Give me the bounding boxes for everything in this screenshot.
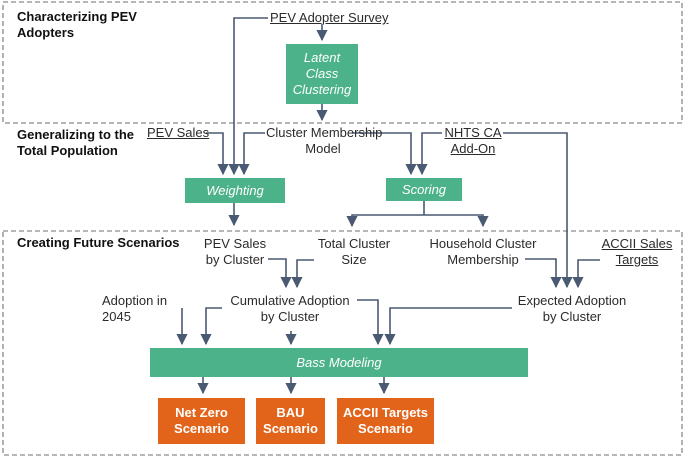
adoption2045-line2: 2045 [102, 309, 131, 324]
nhts-line2: Add-On [450, 141, 496, 156]
latent-line1: Latent [303, 50, 341, 65]
accii-scen-line1: ACCII Targets [343, 405, 428, 420]
label-pev-adopter-survey: PEV Adopter Survey [270, 10, 389, 25]
section-characterizing-line2: Adopters [17, 25, 75, 40]
pev-cluster-line1: PEV Sales [203, 236, 267, 251]
section-frame-characterizing [2, 1, 683, 124]
process-scoring: Scoring [386, 178, 462, 201]
arrow-nhts-to-expected [503, 132, 573, 289]
netzero-line1: Net Zero [175, 405, 228, 420]
section-title-creating: Creating Future Scenarios [17, 235, 180, 250]
arrow-pevsales-to-weighting [206, 132, 229, 176]
label-pev-sales: PEV Sales [147, 125, 210, 140]
nhts-line1: NHTS CA [444, 125, 502, 140]
process-weighting: Weighting [185, 178, 285, 203]
arrow-pevcluster-to-cumulative [268, 258, 292, 289]
arrow-totalsize-to-cumulative [291, 259, 314, 289]
arrow-scoring-to-totalsize [346, 214, 424, 228]
accii-line2: Targets [615, 252, 659, 267]
pev-cluster-line2: by Cluster [205, 252, 265, 267]
latent-line2: Class [305, 66, 339, 81]
household-line1: Household Cluster [429, 236, 537, 251]
section-generalizing-line1: Generalizing to the [17, 127, 135, 142]
arrow-accii-to-expected [572, 259, 600, 289]
arrow-scoring-to-household [424, 214, 489, 228]
cumulative-line1: Cumulative Adoption [230, 293, 350, 308]
arrow-model-to-weighting [238, 132, 265, 176]
arrow-household-to-expected [525, 258, 562, 289]
cluster-model-line2: Model [305, 141, 341, 156]
accii-line1: ACCII Sales [601, 236, 673, 251]
process-bass-modeling: Bass Modeling [150, 348, 528, 377]
arrow-expected-to-bass-a [357, 299, 384, 346]
bau-line2: Scenario [263, 421, 318, 436]
netzero-line2: Scenario [174, 421, 229, 436]
total-size-line2: Size [341, 252, 367, 267]
household-line2: Membership [447, 252, 519, 267]
arrow-survey-to-weighting [228, 17, 268, 176]
cluster-model-line1: Cluster Membership [266, 125, 383, 140]
arrow-expected-to-bass-b [384, 307, 512, 346]
latent-line3: Clustering [292, 82, 352, 97]
bau-line1: BAU [276, 405, 305, 420]
total-size-line1: Total Cluster [317, 236, 391, 251]
accii-scen-line2: Scenario [358, 421, 413, 436]
expected-line2: by Cluster [542, 309, 602, 324]
cumulative-line2: by Cluster [260, 309, 320, 324]
section-characterizing-line1: Characterizing PEV [17, 9, 137, 24]
adoption2045-line1: Adoption in [102, 293, 168, 308]
section-frame-creating [2, 230, 683, 456]
arrow-cumulative-to-adoption2045 [200, 307, 222, 346]
expected-line1: Expected Adoption [517, 293, 627, 308]
section-generalizing-line2: Total Population [17, 143, 118, 158]
arrow-nhts-to-scoring [416, 132, 442, 176]
arrow-model-to-scoring [352, 132, 417, 176]
